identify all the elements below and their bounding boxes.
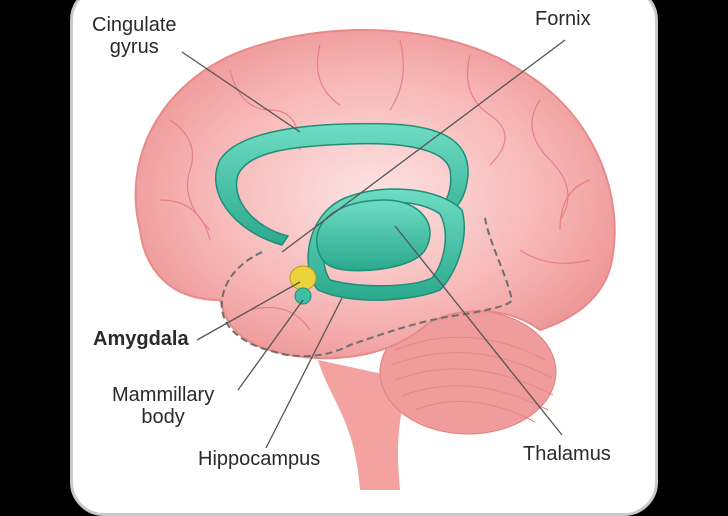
label-mammillary-line2: body <box>141 406 185 428</box>
label-mammillary-line1: Mammillary <box>112 384 215 406</box>
amygdala <box>289 265 317 291</box>
leader-thalamus <box>394 225 563 436</box>
label-amygdala: Amygdala <box>93 328 189 350</box>
leader-hippocampus <box>265 297 343 449</box>
thalamus <box>315 199 431 272</box>
leader-fornix <box>281 39 566 253</box>
label-hippocampus: Hippocampus <box>198 448 321 470</box>
leader-amygdala <box>196 281 301 341</box>
label-cingulate-line1: Cingulate <box>92 14 177 36</box>
label-fornix: Fornix <box>535 8 591 30</box>
brain-diagram <box>134 29 616 490</box>
label-cingulate-line2: gyrus <box>109 36 159 58</box>
leader-cingulate <box>181 51 301 133</box>
label-thalamus: Thalamus <box>523 443 611 465</box>
mammillary-body <box>294 287 312 305</box>
dashed-outline <box>220 217 514 358</box>
leader-mammillary <box>237 299 304 391</box>
